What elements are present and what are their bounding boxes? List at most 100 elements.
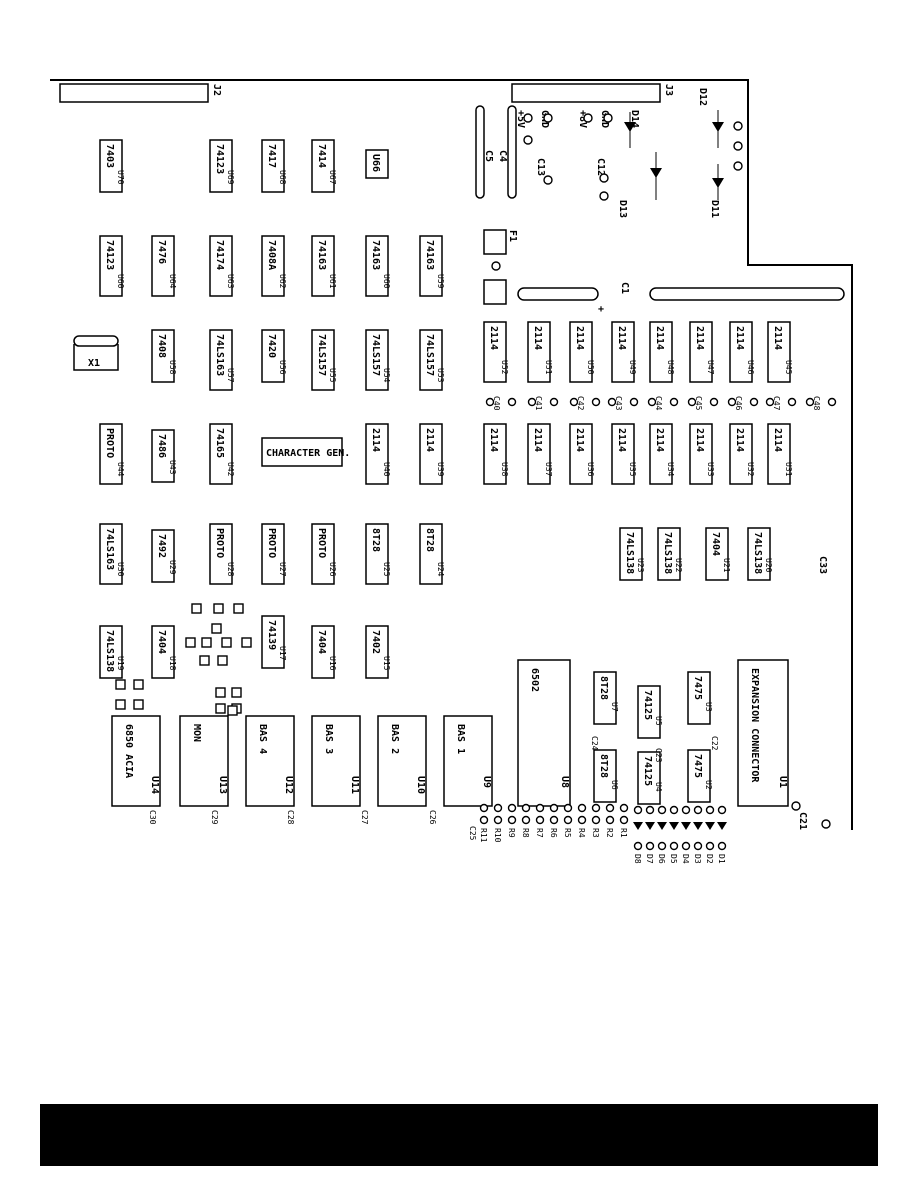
large-ic-ref: U1	[777, 776, 788, 788]
ic-chip-label: U66	[370, 154, 381, 172]
large-ic-label: BAS 2	[389, 724, 400, 754]
ic-chip-label: 2114	[488, 428, 499, 452]
ic-chip-ref: U67	[328, 170, 337, 185]
ic-chip-ref: U45	[784, 360, 793, 375]
capacitor-label: C25	[468, 826, 477, 841]
ic-chip-label: 74163	[316, 240, 327, 270]
capacitor-label: C26	[428, 810, 437, 825]
resistor: R7	[535, 803, 545, 838]
fuse-f1: F1	[483, 229, 518, 305]
ic-chip-label: 2114	[654, 428, 665, 452]
ic-chip-ref: U53	[436, 368, 445, 383]
ic-chip-ref: U52	[500, 360, 509, 375]
capacitor-c1: C1 +	[517, 282, 845, 315]
capacitor: C44	[647, 396, 679, 411]
ic-chip-label: PROTO	[266, 528, 277, 558]
ic-chip-ref: U60	[382, 274, 391, 289]
ic-chip-label: 2114	[532, 326, 543, 350]
capacitor: C40	[485, 396, 517, 411]
capacitor-label: C47	[772, 396, 781, 411]
svg-text:D11: D11	[709, 200, 720, 218]
large-ic-label: BAS 1	[455, 724, 466, 754]
resistor-label: R3	[591, 828, 600, 838]
diode: D4	[681, 805, 691, 864]
ic-chip-label: 2114	[370, 428, 381, 452]
resistor: R2	[605, 803, 615, 838]
ic-chip-ref: U32	[746, 462, 755, 477]
ic-chip-label: 74LS138	[104, 630, 115, 672]
ic-chip-label: 8T28	[424, 528, 435, 552]
svg-text:C13: C13	[535, 158, 546, 176]
ic-chip-ref: U3	[704, 702, 713, 712]
ic-chip-ref: U59	[436, 274, 445, 289]
capacitor-label: C30	[148, 810, 157, 825]
connector-j3: J3	[511, 83, 674, 103]
ic-chip-ref: U22	[674, 558, 683, 573]
resistor: R3	[591, 803, 601, 838]
ic-chip-label: 74LS163	[214, 334, 225, 376]
ic-chip-ref: U46	[746, 360, 755, 375]
connector-j2: J2	[59, 83, 222, 103]
ic-chip-label: 74125	[642, 756, 653, 786]
ic-chip-ref: U4	[654, 782, 663, 792]
ic-chip-label: 2114	[694, 428, 705, 452]
ic-chip-label: 7404	[710, 532, 721, 556]
ic-chip-label: 74163	[424, 240, 435, 270]
ic-chip-ref: U40	[382, 462, 391, 477]
ic-chip-ref: U34	[666, 462, 675, 477]
ic-chip-ref: U31	[784, 462, 793, 477]
svg-text:C33: C33	[817, 556, 828, 574]
large-ic-label: EXPANSION CONNECTOR	[749, 668, 760, 783]
ic-chip-ref: U17	[278, 646, 287, 661]
capacitor: C28	[286, 810, 295, 825]
ic-chip-layer: 74123U697417U687414U67U667403U7074123U60…	[99, 139, 793, 805]
crystal-x1: X1	[73, 335, 119, 371]
ic-chip-ref: U15	[382, 656, 391, 671]
ic-chip-ref: U24	[436, 562, 445, 577]
diode: D1	[717, 805, 727, 864]
large-ic-label: BAS 4	[257, 724, 268, 754]
ic-chip-label: 2114	[616, 428, 627, 452]
ic-chip-label: 74174	[214, 240, 225, 270]
ic-chip-label: PROTO	[316, 528, 327, 558]
ic-chip-label: 74163	[370, 240, 381, 270]
capacitor: C43	[607, 396, 639, 411]
diode: D2	[705, 805, 715, 864]
ic-chip-label: 7486	[156, 434, 167, 458]
capacitor: C41	[527, 396, 559, 411]
large-ic-ref: U9	[481, 776, 492, 788]
ic-chip-ref: U20	[764, 558, 773, 573]
ic-chip-ref: U68	[278, 170, 287, 185]
ic-chip-ref: U70	[116, 170, 125, 185]
ic-chip-ref: U2	[704, 780, 713, 790]
capacitor-label: C29	[210, 810, 219, 825]
capacitor: C45	[687, 396, 719, 411]
ic-chip-label: 7402	[370, 630, 381, 654]
large-ic-ref: U11	[349, 776, 360, 794]
power-rail-parts	[475, 105, 743, 201]
capacitor-label: C24	[590, 736, 599, 751]
